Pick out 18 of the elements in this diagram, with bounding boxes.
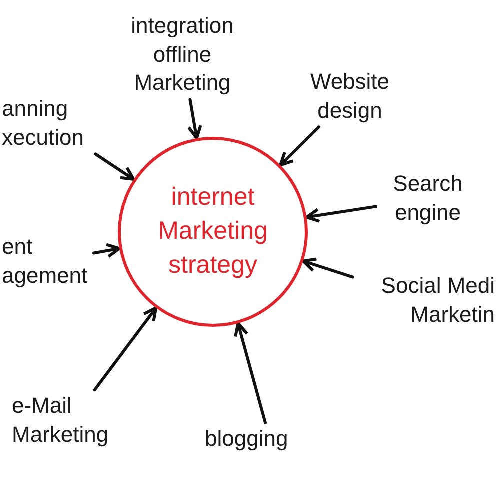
topic-label: anning xecution [2, 95, 97, 152]
center-topic: internet Marketing strategy [157, 182, 269, 281]
topic-label: Website design [300, 68, 400, 126]
arrow [93, 306, 158, 392]
topic-label: Search engine [378, 170, 478, 228]
arrow [234, 322, 268, 424]
topic-label: e-Mail Marketing [12, 392, 132, 450]
topic-label: integration offline Marketing [115, 12, 250, 98]
arrow [305, 205, 378, 223]
topic-label: ent agement [2, 233, 92, 290]
arrow [187, 98, 202, 140]
topic-label: blogging [205, 425, 335, 454]
arrow [92, 243, 121, 258]
arrow [302, 258, 354, 279]
topic-label: Social Medi Marketin [355, 272, 495, 330]
arrow [94, 152, 136, 181]
circle-node [118, 137, 308, 327]
arrow [279, 126, 321, 167]
